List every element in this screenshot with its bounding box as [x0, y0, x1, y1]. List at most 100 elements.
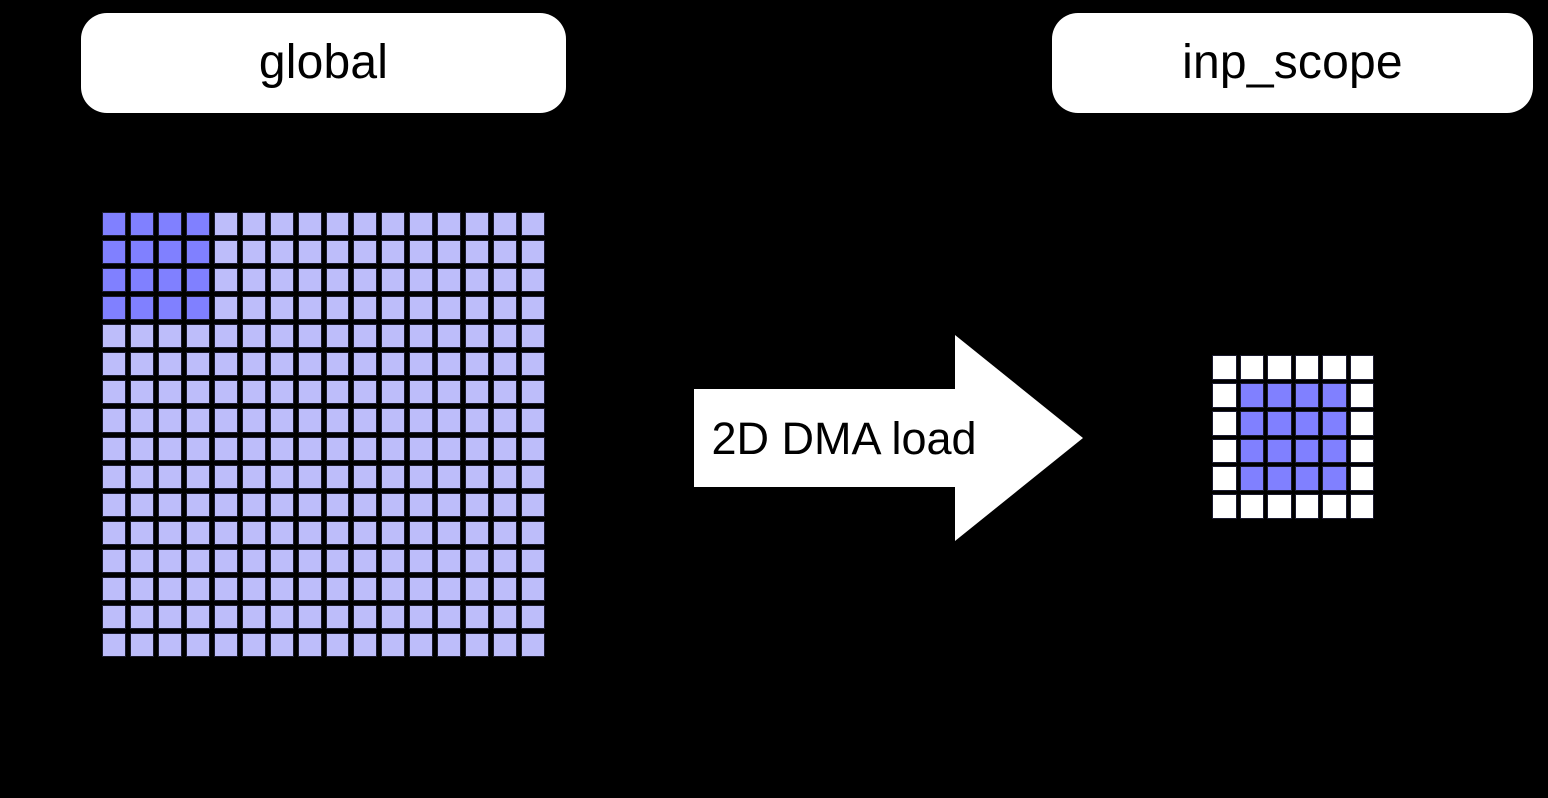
grid-cell — [353, 492, 378, 517]
grid-cell — [1322, 494, 1347, 519]
grid-cell — [437, 240, 462, 265]
grid-cell — [409, 240, 434, 265]
grid-cell — [437, 296, 462, 321]
grid-cell — [465, 520, 490, 545]
grid-cell — [1239, 355, 1264, 380]
grid-cell-highlighted — [185, 212, 210, 237]
grid-cell — [381, 576, 406, 601]
grid-cell — [325, 324, 350, 349]
grid-cell-highlighted — [1239, 466, 1264, 492]
grid-cell — [241, 352, 266, 377]
grid-cell — [185, 548, 210, 573]
grid-cell — [409, 576, 434, 601]
grid-cell — [213, 212, 238, 237]
destination-label-text: inp_scope — [1182, 36, 1403, 89]
grid-cell — [437, 548, 462, 573]
grid-cell — [185, 520, 210, 545]
grid-cell-highlighted — [1267, 410, 1292, 436]
grid-cell — [493, 548, 518, 573]
grid-cell — [102, 408, 126, 433]
grid-cell — [129, 324, 154, 349]
grid-cell — [493, 436, 518, 461]
grid-cell — [325, 240, 350, 265]
grid-cell-highlighted — [157, 212, 182, 237]
grid-cell — [325, 632, 350, 657]
grid-cell — [1239, 494, 1264, 519]
grid-cell — [325, 352, 350, 377]
grid-cell — [521, 464, 545, 489]
grid-cell — [381, 268, 406, 293]
grid-cell-highlighted — [1267, 466, 1292, 492]
grid-cell — [241, 604, 266, 629]
grid-cell — [185, 464, 210, 489]
source-label-text: global — [258, 36, 389, 89]
grid-cell — [102, 520, 126, 545]
grid-cell — [269, 632, 294, 657]
grid-cell — [297, 268, 322, 293]
grid-cell — [437, 492, 462, 517]
grid-cell — [493, 212, 518, 237]
grid-cell — [213, 268, 238, 293]
grid-cell — [213, 380, 238, 405]
grid-cell-highlighted — [157, 296, 182, 321]
grid-cell — [381, 604, 406, 629]
grid-cell — [409, 324, 434, 349]
grid-cell — [521, 520, 545, 545]
grid-cell — [297, 520, 322, 545]
grid-cell-highlighted — [129, 268, 154, 293]
grid-cell — [102, 576, 126, 601]
grid-cell — [409, 296, 434, 321]
grid-cell — [269, 548, 294, 573]
grid-cell — [241, 632, 266, 657]
grid-cell — [297, 408, 322, 433]
source-label-pill: global — [81, 13, 566, 113]
grid-cell-highlighted — [157, 240, 182, 265]
grid-cell — [437, 604, 462, 629]
grid-cell — [297, 324, 322, 349]
grid-cell — [353, 212, 378, 237]
grid-cell — [1267, 494, 1292, 519]
grid-cell — [102, 604, 126, 629]
grid-cell — [493, 408, 518, 433]
grid-cell-highlighted — [129, 296, 154, 321]
grid-cell — [213, 464, 238, 489]
grid-cell — [241, 268, 266, 293]
grid-cell-highlighted — [1294, 438, 1319, 464]
grid-cell — [241, 212, 266, 237]
grid-cell — [1322, 355, 1347, 380]
grid-cell — [437, 436, 462, 461]
grid-cell — [409, 268, 434, 293]
grid-cell — [409, 604, 434, 629]
grid-cell — [129, 436, 154, 461]
grid-cell — [102, 632, 126, 657]
grid-cell-highlighted — [185, 296, 210, 321]
grid-cell — [157, 576, 182, 601]
grid-cell-highlighted — [1239, 438, 1264, 464]
dma-arrow-icon — [694, 335, 1083, 541]
grid-cell-highlighted — [185, 268, 210, 293]
grid-cell — [381, 632, 406, 657]
grid-cell — [213, 436, 238, 461]
grid-cell — [437, 464, 462, 489]
grid-cell-highlighted — [1294, 466, 1319, 492]
grid-cell — [493, 380, 518, 405]
grid-cell — [269, 520, 294, 545]
grid-cell — [325, 212, 350, 237]
grid-cell — [381, 352, 406, 377]
grid-cell — [129, 408, 154, 433]
grid-cell — [241, 296, 266, 321]
grid-cell — [241, 324, 266, 349]
grid-cell — [213, 604, 238, 629]
grid-cell — [465, 324, 490, 349]
grid-cell — [353, 324, 378, 349]
grid-cell — [157, 464, 182, 489]
grid-cell — [381, 436, 406, 461]
grid-cell — [269, 296, 294, 321]
grid-cell — [521, 576, 545, 601]
grid-cell — [269, 492, 294, 517]
grid-cell — [157, 632, 182, 657]
grid-cell — [185, 436, 210, 461]
grid-cell — [185, 352, 210, 377]
grid-cell — [102, 492, 126, 517]
